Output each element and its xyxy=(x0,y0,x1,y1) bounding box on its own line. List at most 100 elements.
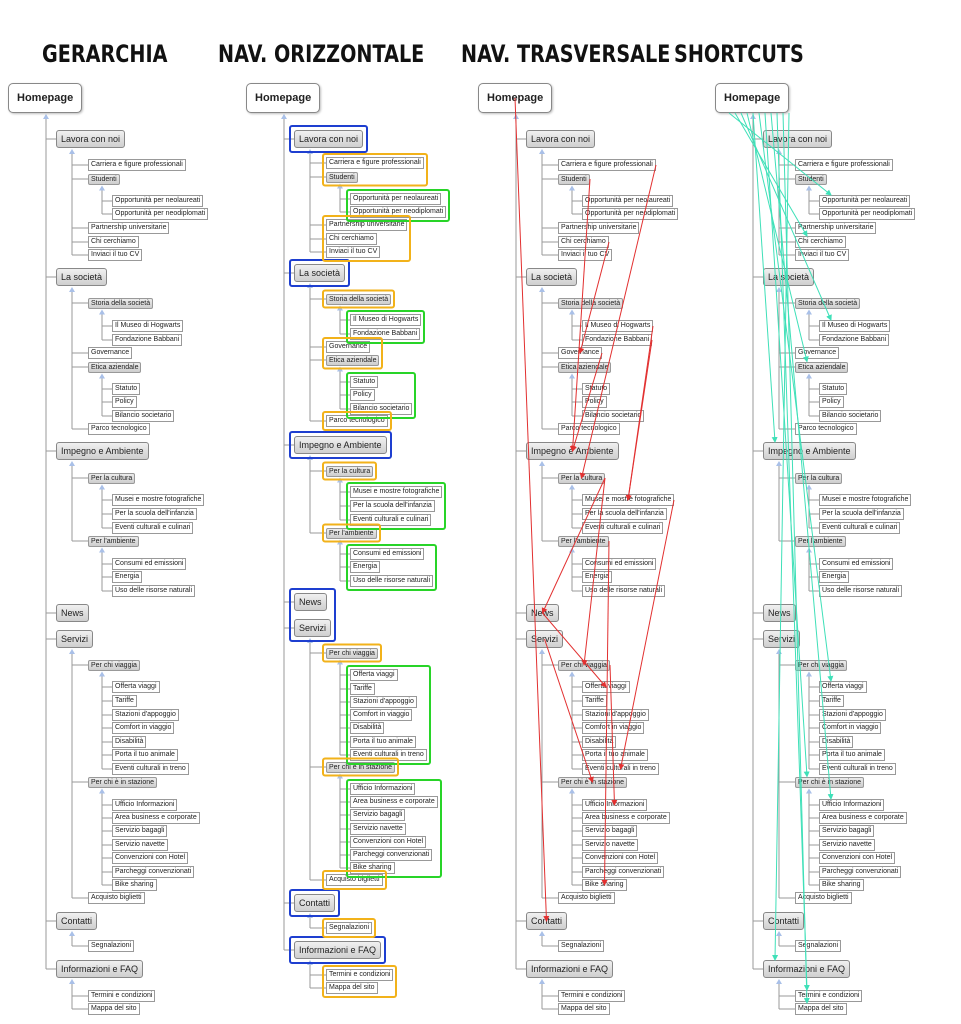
trasversale-node-carriera-e-figure-professionali: Carriera e figure professionali xyxy=(558,159,656,171)
shortcuts-node-tariffe: Tariffe xyxy=(819,695,844,707)
trasversale-node-etica-aziendale: Etica aziendale xyxy=(558,361,612,373)
shortcuts-node-fondazione-babbani: Fondazione Babbani xyxy=(819,334,890,346)
group-box-level3 xyxy=(346,372,416,419)
orizzontale-node-per-chi-e-in-stazione: Per chi è in stazione xyxy=(326,761,396,773)
group-box-level2 xyxy=(322,153,428,187)
gerarchia-node-porta-il-tuo-animale: Porta il tuo animale xyxy=(112,749,178,761)
gerarchia-node-offerta-viaggi: Offerta viaggi xyxy=(112,681,160,693)
trasversale-node-parcheggi-convenzionati: Parcheggi convenzionati xyxy=(582,866,665,878)
shortcuts-node-per-la-scuola-dell-infanzia: Per la scuola dell'infanzia xyxy=(819,508,904,520)
orizzontale-node-opportunita-per-neolaureati: Opportunità per neolaureati xyxy=(350,193,442,205)
gerarchia-node-servizio-navette: Servizio navette xyxy=(112,839,168,851)
shortcut-link-arrow xyxy=(746,112,809,363)
connector-arrow xyxy=(99,671,105,677)
transversal-link-arrow xyxy=(578,241,610,354)
trasversale-node-porta-il-tuo-animale: Porta il tuo animale xyxy=(582,749,648,761)
gerarchia-node-musei-e-mostre-fotografiche: Musei e mostre fotografiche xyxy=(112,494,205,506)
shortcuts-node-segnalazioni: Segnalazioni xyxy=(795,940,842,952)
shortcuts-node-policy: Policy xyxy=(819,396,844,408)
orizzontale-node-per-chi-viaggia: Per chi viaggia xyxy=(326,647,378,659)
transversal-link-arrow xyxy=(542,612,607,688)
group-box-level1 xyxy=(289,431,392,459)
group-box-level2 xyxy=(322,461,377,481)
orizzontale-node-servizi: Servizi xyxy=(294,619,332,637)
group-box-level2 xyxy=(322,870,387,890)
connector-arrow xyxy=(69,979,75,984)
group-box-level1 xyxy=(289,259,350,287)
gerarchia-node-acquisto-biglietti: Acquisto biglietti xyxy=(88,892,145,904)
gerarchia-node-informazioni-e-faq: Informazioni e FAQ xyxy=(56,960,144,978)
connector-arrow xyxy=(539,931,545,936)
shortcuts-node-musei-e-mostre-fotografiche: Musei e mostre fotografiche xyxy=(819,494,912,506)
column-title-shortcuts: SHORTCUTS xyxy=(674,40,804,68)
orizzontale-node-energia: Energia xyxy=(350,561,381,573)
gerarchia-node-inviaci-il-tuo-cv: Inviaci il tuo CV xyxy=(88,249,143,261)
gerarchia-node-area-business-e-corporate: Area business e corporate xyxy=(112,812,200,824)
shortcuts-node-acquisto-biglietti: Acquisto biglietti xyxy=(795,892,852,904)
gerarchia-node-policy: Policy xyxy=(112,396,137,408)
orizzontale-node-per-la-cultura: Per la cultura xyxy=(326,465,374,477)
shortcuts-node-per-la-cultura: Per la cultura xyxy=(795,472,843,484)
transversal-link-arrow xyxy=(579,164,657,479)
shortcuts-node-stazioni-d-appoggio: Stazioni d'appoggio xyxy=(819,709,886,721)
group-box-level2 xyxy=(322,643,382,663)
shortcuts-node-area-business-e-corporate: Area business e corporate xyxy=(819,812,907,824)
trasversale-node-termini-e-condizioni: Termini e condizioni xyxy=(558,990,626,1002)
connector-arrow xyxy=(806,671,812,677)
gerarchia-node-chi-cerchiamo: Chi cerchiamo xyxy=(88,236,139,248)
shortcuts-node-homepage: Homepage xyxy=(715,83,790,113)
gerarchia-node-energia: Energia xyxy=(112,571,143,583)
trasversale-node-studenti: Studenti xyxy=(558,173,590,185)
orizzontale-node-carriera-e-figure-professionali: Carriera e figure professionali xyxy=(326,157,424,169)
gerarchia-node-mappa-del-sito: Mappa del sito xyxy=(88,1003,140,1015)
shortcuts-node-il-museo-di-hogwarts: Il Museo di Hogwarts xyxy=(819,320,891,332)
orizzontale-node-mappa-del-sito: Mappa del sito xyxy=(326,982,378,994)
shortcut-link-arrow xyxy=(728,112,832,196)
gerarchia-node-impegno-e-ambiente: Impegno e Ambiente xyxy=(56,442,149,460)
shortcuts-node-opportunita-per-neolaureati: Opportunità per neolaureati xyxy=(819,195,911,207)
connector-arrow xyxy=(99,484,105,490)
shortcuts-node-bilancio-societario: Bilancio societario xyxy=(819,410,882,422)
orizzontale-node-segnalazioni: Segnalazioni xyxy=(326,922,373,934)
transversal-link-arrow xyxy=(569,178,591,452)
shortcuts-node-lavora-con-noi: Lavora con noi xyxy=(763,130,833,148)
connector-arrow xyxy=(776,461,782,466)
connector-arrow xyxy=(776,149,782,154)
gerarchia-node-opportunita-per-neodiplomati: Opportunità per neodiplomati xyxy=(112,208,209,220)
transversal-link-arrow xyxy=(514,97,550,922)
trasversale-node-per-l-ambiente: Per l'ambiente xyxy=(558,535,609,547)
group-box-level3 xyxy=(346,544,437,591)
group-box-level1 xyxy=(289,936,386,964)
gerarchia-node-disabilita: Disabilità xyxy=(112,736,147,748)
trasversale-node-la-societa: La società xyxy=(526,268,578,286)
shortcuts-node-servizio-navette: Servizio navette xyxy=(819,839,875,851)
gerarchia-node-il-museo-di-hogwarts: Il Museo di Hogwarts xyxy=(112,320,184,332)
trasversale-node-convenzioni-con-hotel: Convenzioni con Hotel xyxy=(582,852,659,864)
connector-arrow xyxy=(43,114,49,119)
shortcuts-node-mappa-del-sito: Mappa del sito xyxy=(795,1003,847,1015)
trasversale-node-servizio-bagagli: Servizio bagagli xyxy=(582,825,638,837)
transversal-link-arrow xyxy=(541,477,606,614)
trasversale-node-informazioni-e-faq: Informazioni e FAQ xyxy=(526,960,614,978)
connector-arrow xyxy=(569,484,575,490)
shortcuts-node-comfort-in-viaggio: Comfort in viaggio xyxy=(819,722,882,734)
orizzontale-node-per-la-scuola-dell-infanzia: Per la scuola dell'infanzia xyxy=(350,500,435,512)
shortcuts-node-offerta-viaggi: Offerta viaggi xyxy=(819,681,867,693)
shortcuts-node-servizio-bagagli: Servizio bagagli xyxy=(819,825,875,837)
trasversale-node-uso-delle-risorse-naturali: Uso delle risorse naturali xyxy=(582,585,666,597)
orizzontale-node-consumi-ed-emissioni: Consumi ed emissioni xyxy=(350,548,425,560)
gerarchia-node-per-chi-e-in-stazione: Per chi è in stazione xyxy=(88,776,158,788)
shortcuts-node-etica-aziendale: Etica aziendale xyxy=(795,361,849,373)
gerarchia-node-statuto: Statuto xyxy=(112,383,141,395)
orizzontale-node-musei-e-mostre-fotografiche: Musei e mostre fotografiche xyxy=(350,486,443,498)
group-box-level3 xyxy=(346,665,431,765)
shortcut-link-arrow xyxy=(764,112,810,778)
shortcuts-node-servizi: Servizi xyxy=(763,630,801,648)
shortcut-link-arrow xyxy=(772,112,790,961)
orizzontale-node-termini-e-condizioni: Termini e condizioni xyxy=(326,969,394,981)
shortcuts-node-energia: Energia xyxy=(819,571,850,583)
trasversale-node-eventi-culturali-e-culinari: Eventi culturali e culinari xyxy=(582,522,664,534)
shortcuts-node-disabilita: Disabilità xyxy=(819,736,854,748)
